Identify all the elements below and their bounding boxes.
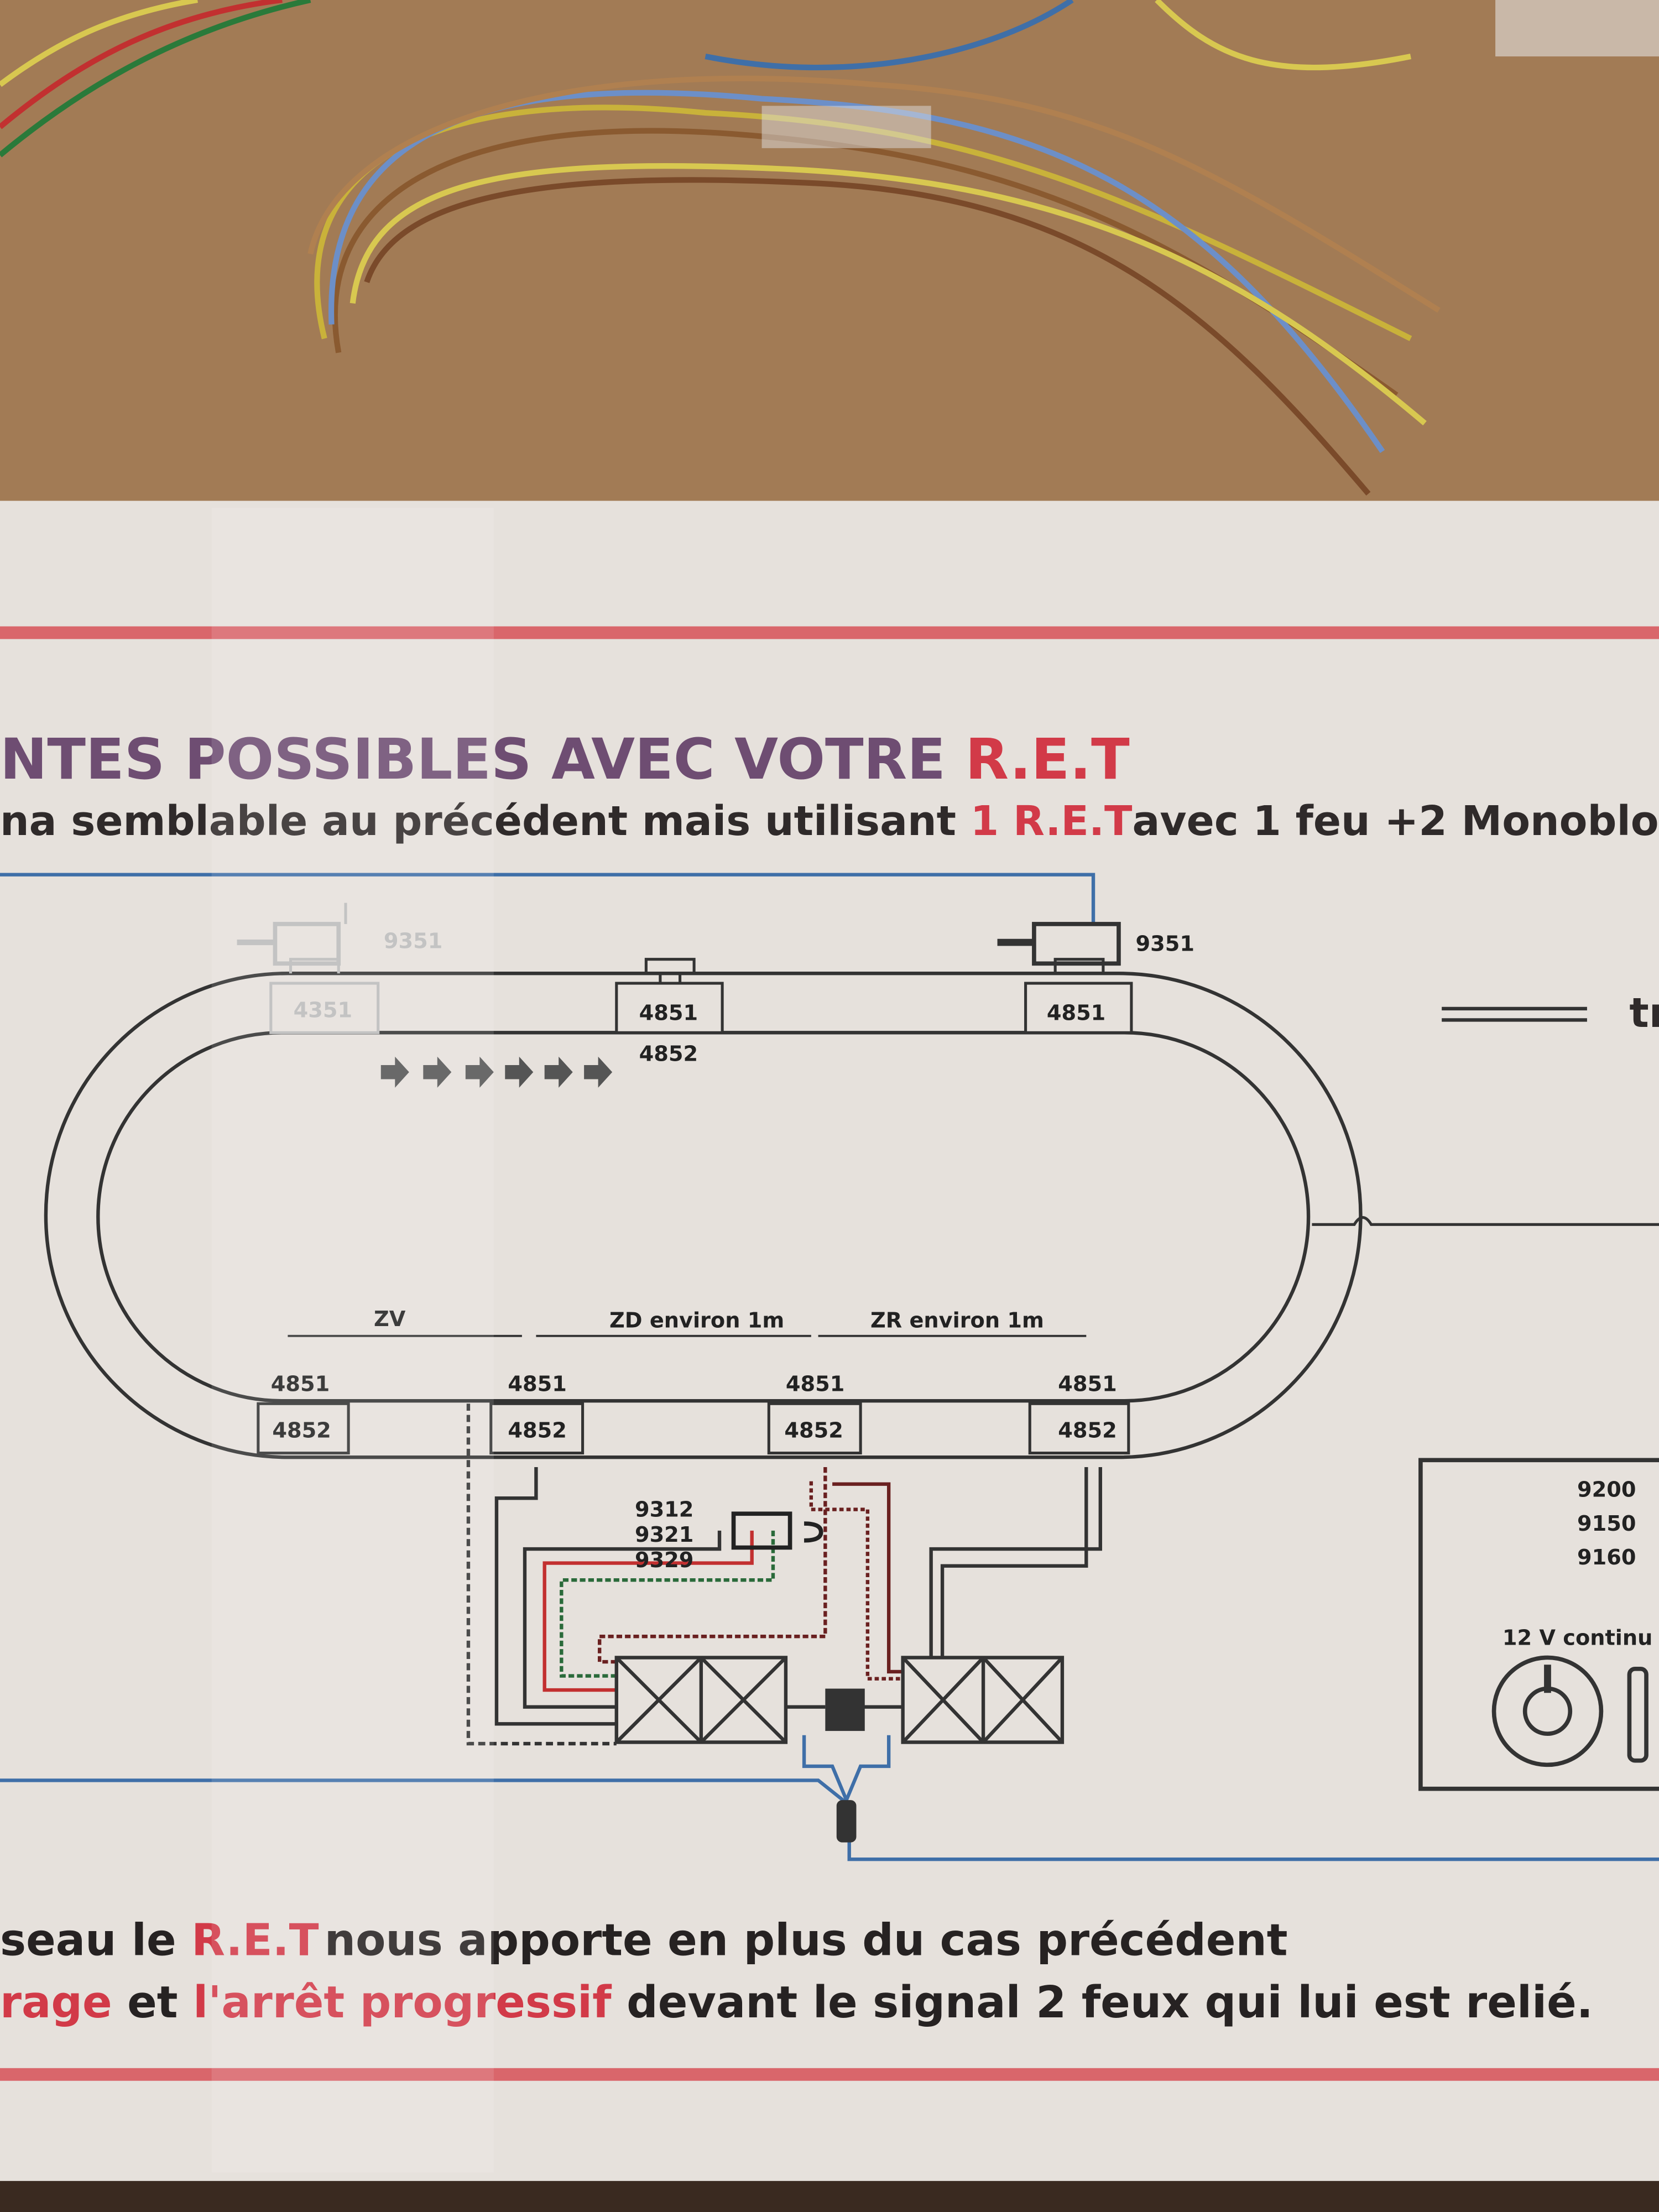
control-wiring [466, 1404, 1102, 1746]
track-box-label: 4851 [1047, 1000, 1105, 1025]
signal-code: 9312 [635, 1497, 693, 1522]
top-red-rule [0, 626, 1659, 639]
section-subheading: na semblable au précédent mais utilisant… [0, 797, 1659, 845]
svg-text:4852: 4852 [508, 1418, 566, 1443]
ret-module [825, 1688, 865, 1731]
svg-text:9200: 9200 [1577, 1478, 1636, 1503]
svg-text:12 V continu: 12 V continu [1503, 1625, 1653, 1650]
footer-line-2: rage et l'arrêt progressif devant le sig… [0, 1977, 1593, 2028]
svg-text:4851: 4851 [786, 1371, 844, 1396]
svg-text:9150: 9150 [1577, 1511, 1636, 1536]
svg-text:4851: 4851 [508, 1371, 566, 1396]
wood-table [0, 0, 1659, 508]
svg-text:4852: 4852 [1058, 1418, 1117, 1443]
track-box-label: 4852 [639, 1041, 698, 1066]
direction-arrows [380, 1056, 613, 1088]
zone-zd: ZD environ 1m [609, 1308, 784, 1333]
svg-text:9351: 9351 [384, 928, 442, 953]
paper-sheet [0, 500, 1659, 2183]
two-light-signal [836, 1800, 857, 1843]
zone-zr: ZR environ 1m [870, 1308, 1044, 1333]
svg-text:4851: 4851 [1058, 1371, 1117, 1396]
power-panel: 9200 9150 9160 12 V continu [1418, 1458, 1659, 1791]
direction-switch [1627, 1667, 1648, 1763]
section-heading: NTES POSSIBLES AVEC VOTRE R.E.T [0, 727, 1130, 792]
speed-knob [1491, 1655, 1604, 1767]
track-legend [1442, 1006, 1587, 1022]
monobloc-module-right [901, 1656, 1065, 1744]
svg-text:9351: 9351 [1136, 931, 1194, 956]
signal-9351-right: 9351 [997, 922, 1194, 966]
signal-9312 [731, 1511, 823, 1550]
track-box-label: 4851 [639, 1000, 698, 1025]
signal-code: 9329 [635, 1548, 693, 1573]
zone-zv: ZV [374, 1307, 406, 1332]
wire-bundle [0, 0, 1441, 496]
track-box-label: 4351 [294, 998, 352, 1022]
monobloc-module-left [614, 1656, 788, 1744]
bottom-red-rule [0, 2068, 1659, 2081]
oval-track [44, 972, 1659, 1459]
svg-text:4851: 4851 [271, 1371, 330, 1396]
top-track-sections: 4351 4851 4852 4851 [269, 958, 1133, 1066]
svg-text:9160: 9160 [1577, 1545, 1636, 1570]
signal-9351-left: 9351 [237, 902, 442, 966]
svg-text:4852: 4852 [272, 1418, 331, 1443]
bottom-track-sections: 4851 4851 4851 4851 4852 4852 4852 4852 [257, 1371, 1130, 1455]
legend-text: tr [1629, 989, 1659, 1037]
svg-text:4852: 4852 [784, 1418, 843, 1443]
signal-code: 9321 [635, 1522, 693, 1547]
